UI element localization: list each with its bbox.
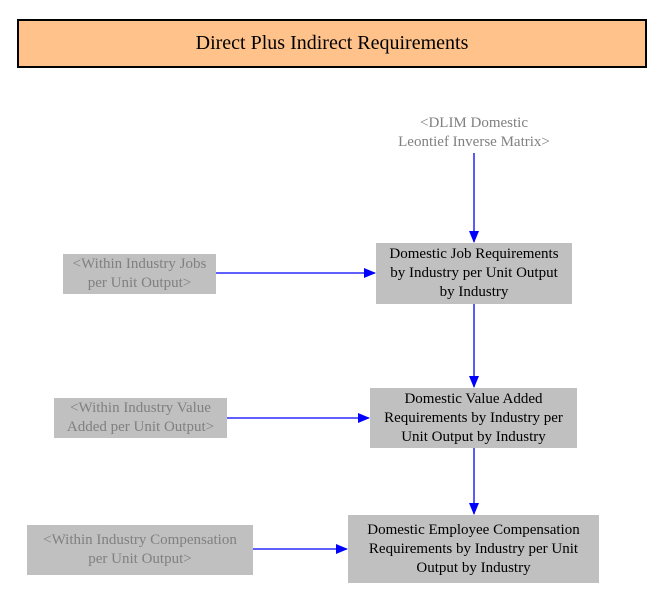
within-industry-jobs-shadow-variable: <Within Industry Jobs per Unit Output>	[63, 254, 216, 294]
dlim-shadow-variable: <DLIM Domestic Leontief Inverse Matrix>	[398, 115, 550, 150]
domestic-employee-compensation-requirements-node: Domestic Employee Compensation Requireme…	[348, 515, 599, 583]
within-industry-compensation-shadow-variable: <Within Industry Compensation per Unit O…	[27, 525, 253, 575]
within-industry-value-added-shadow-variable: <Within Industry Value Added per Unit Ou…	[54, 398, 227, 438]
domestic-job-requirements-node: Domestic Job Requirements by Industry pe…	[376, 243, 572, 304]
diagram-title: Direct Plus Indirect Requirements	[17, 19, 647, 68]
domestic-value-added-requirements-node: Domestic Value Added Requirements by Ind…	[370, 388, 577, 448]
